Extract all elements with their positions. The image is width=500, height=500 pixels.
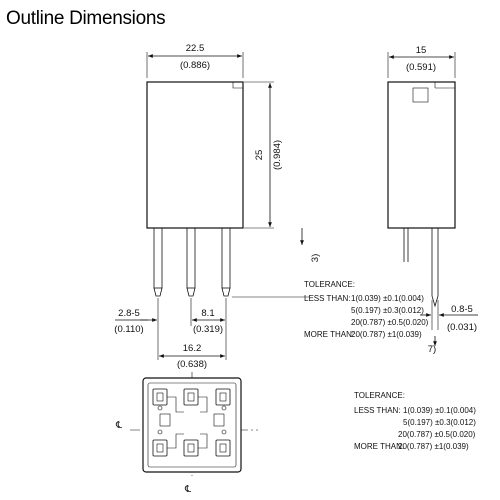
front-width-in: (0.886) <box>180 60 210 71</box>
pin-span-mm: 16.2 <box>183 343 202 354</box>
tolerance-heading-upper: TOLERANCE: <box>304 280 355 289</box>
side-tab <box>412 87 429 103</box>
front-height-in: (0.984) <box>272 140 283 170</box>
pin-3 <box>221 227 231 289</box>
terminal-30b <box>215 439 231 457</box>
tolerance-value: 5(0.197) ±0.3(0.012) <box>403 418 476 427</box>
tolerance-value: 5(0.197) ±0.3(0.012) <box>351 306 424 315</box>
inner-block-left <box>159 413 171 427</box>
front-view: 22.5 (0.886) 25 (0.984) 3) 2.8-5 ( <box>114 43 321 370</box>
relay-body-front <box>146 81 244 229</box>
tolerance-value: 1(0.039) ±0.1(0.004) <box>403 406 476 415</box>
relay-body-bottom <box>142 377 242 473</box>
tolerance-label: MORE THAN: <box>304 330 354 339</box>
bottom-view: ℄ ℄ <box>115 372 258 495</box>
tolerance-value: 20(0.787) ±1(0.039) <box>351 330 422 339</box>
pin-2 <box>186 227 196 289</box>
front-width-mm: 22.5 <box>186 43 205 54</box>
pin-offset-in: (0.110) <box>114 324 143 335</box>
terminal-87a <box>215 388 231 406</box>
front-pins <box>153 227 231 297</box>
pin-offset-mm: 2.8-5 <box>118 308 140 319</box>
side-pin-width-mm: 0.8-5 <box>451 304 473 315</box>
tolerance-table-lower: TOLERANCE: LESS THAN: 1(0.039) ±0.1(0.00… <box>354 391 476 451</box>
pin-1 <box>153 227 163 289</box>
pin-pitch-in: (0.319) <box>193 324 223 335</box>
side-pin-width-in: (0.031) <box>447 322 477 333</box>
centerline-symbol-left: ℄ <box>115 420 123 431</box>
page-title: Outline Dimensions <box>6 8 166 29</box>
tolerance-value: 20(0.787) ±0.5(0.020) <box>351 318 429 327</box>
side-width-mm: 15 <box>416 45 427 56</box>
side-view: 15 (0.591) 0.8-5 (0.031) 7) <box>387 45 478 355</box>
side-pin-partial: 7) <box>428 344 436 355</box>
relay-body-side <box>387 81 456 229</box>
tolerance-value: 20(0.787) ±1(0.039) <box>398 442 469 451</box>
tolerance-label: MORE THAN: <box>354 442 404 451</box>
pin-span-in: (0.638) <box>177 359 207 370</box>
centerline-symbol-bottom: ℄ <box>184 484 192 495</box>
tolerance-label: LESS THAN: <box>304 294 351 303</box>
front-height-mm: 25 <box>254 150 265 161</box>
tolerance-value: 1(0.039) ±0.1(0.004) <box>351 294 424 303</box>
tolerance-heading-lower: TOLERANCE: <box>354 391 405 400</box>
tolerance-table-upper: TOLERANCE: LESS THAN: 1(0.039) ±0.1(0.00… <box>304 280 429 339</box>
tolerance-label: LESS THAN: <box>354 406 401 415</box>
side-width-in: (0.591) <box>406 62 436 73</box>
tolerance-value: 20(0.787) ±0.5(0.020) <box>398 430 476 439</box>
pin-length-partial: 3) <box>310 254 321 262</box>
body-corner-notch <box>232 82 243 89</box>
pin-pitch-mm: 8.1 <box>201 308 214 319</box>
inner-block-right <box>213 413 225 427</box>
